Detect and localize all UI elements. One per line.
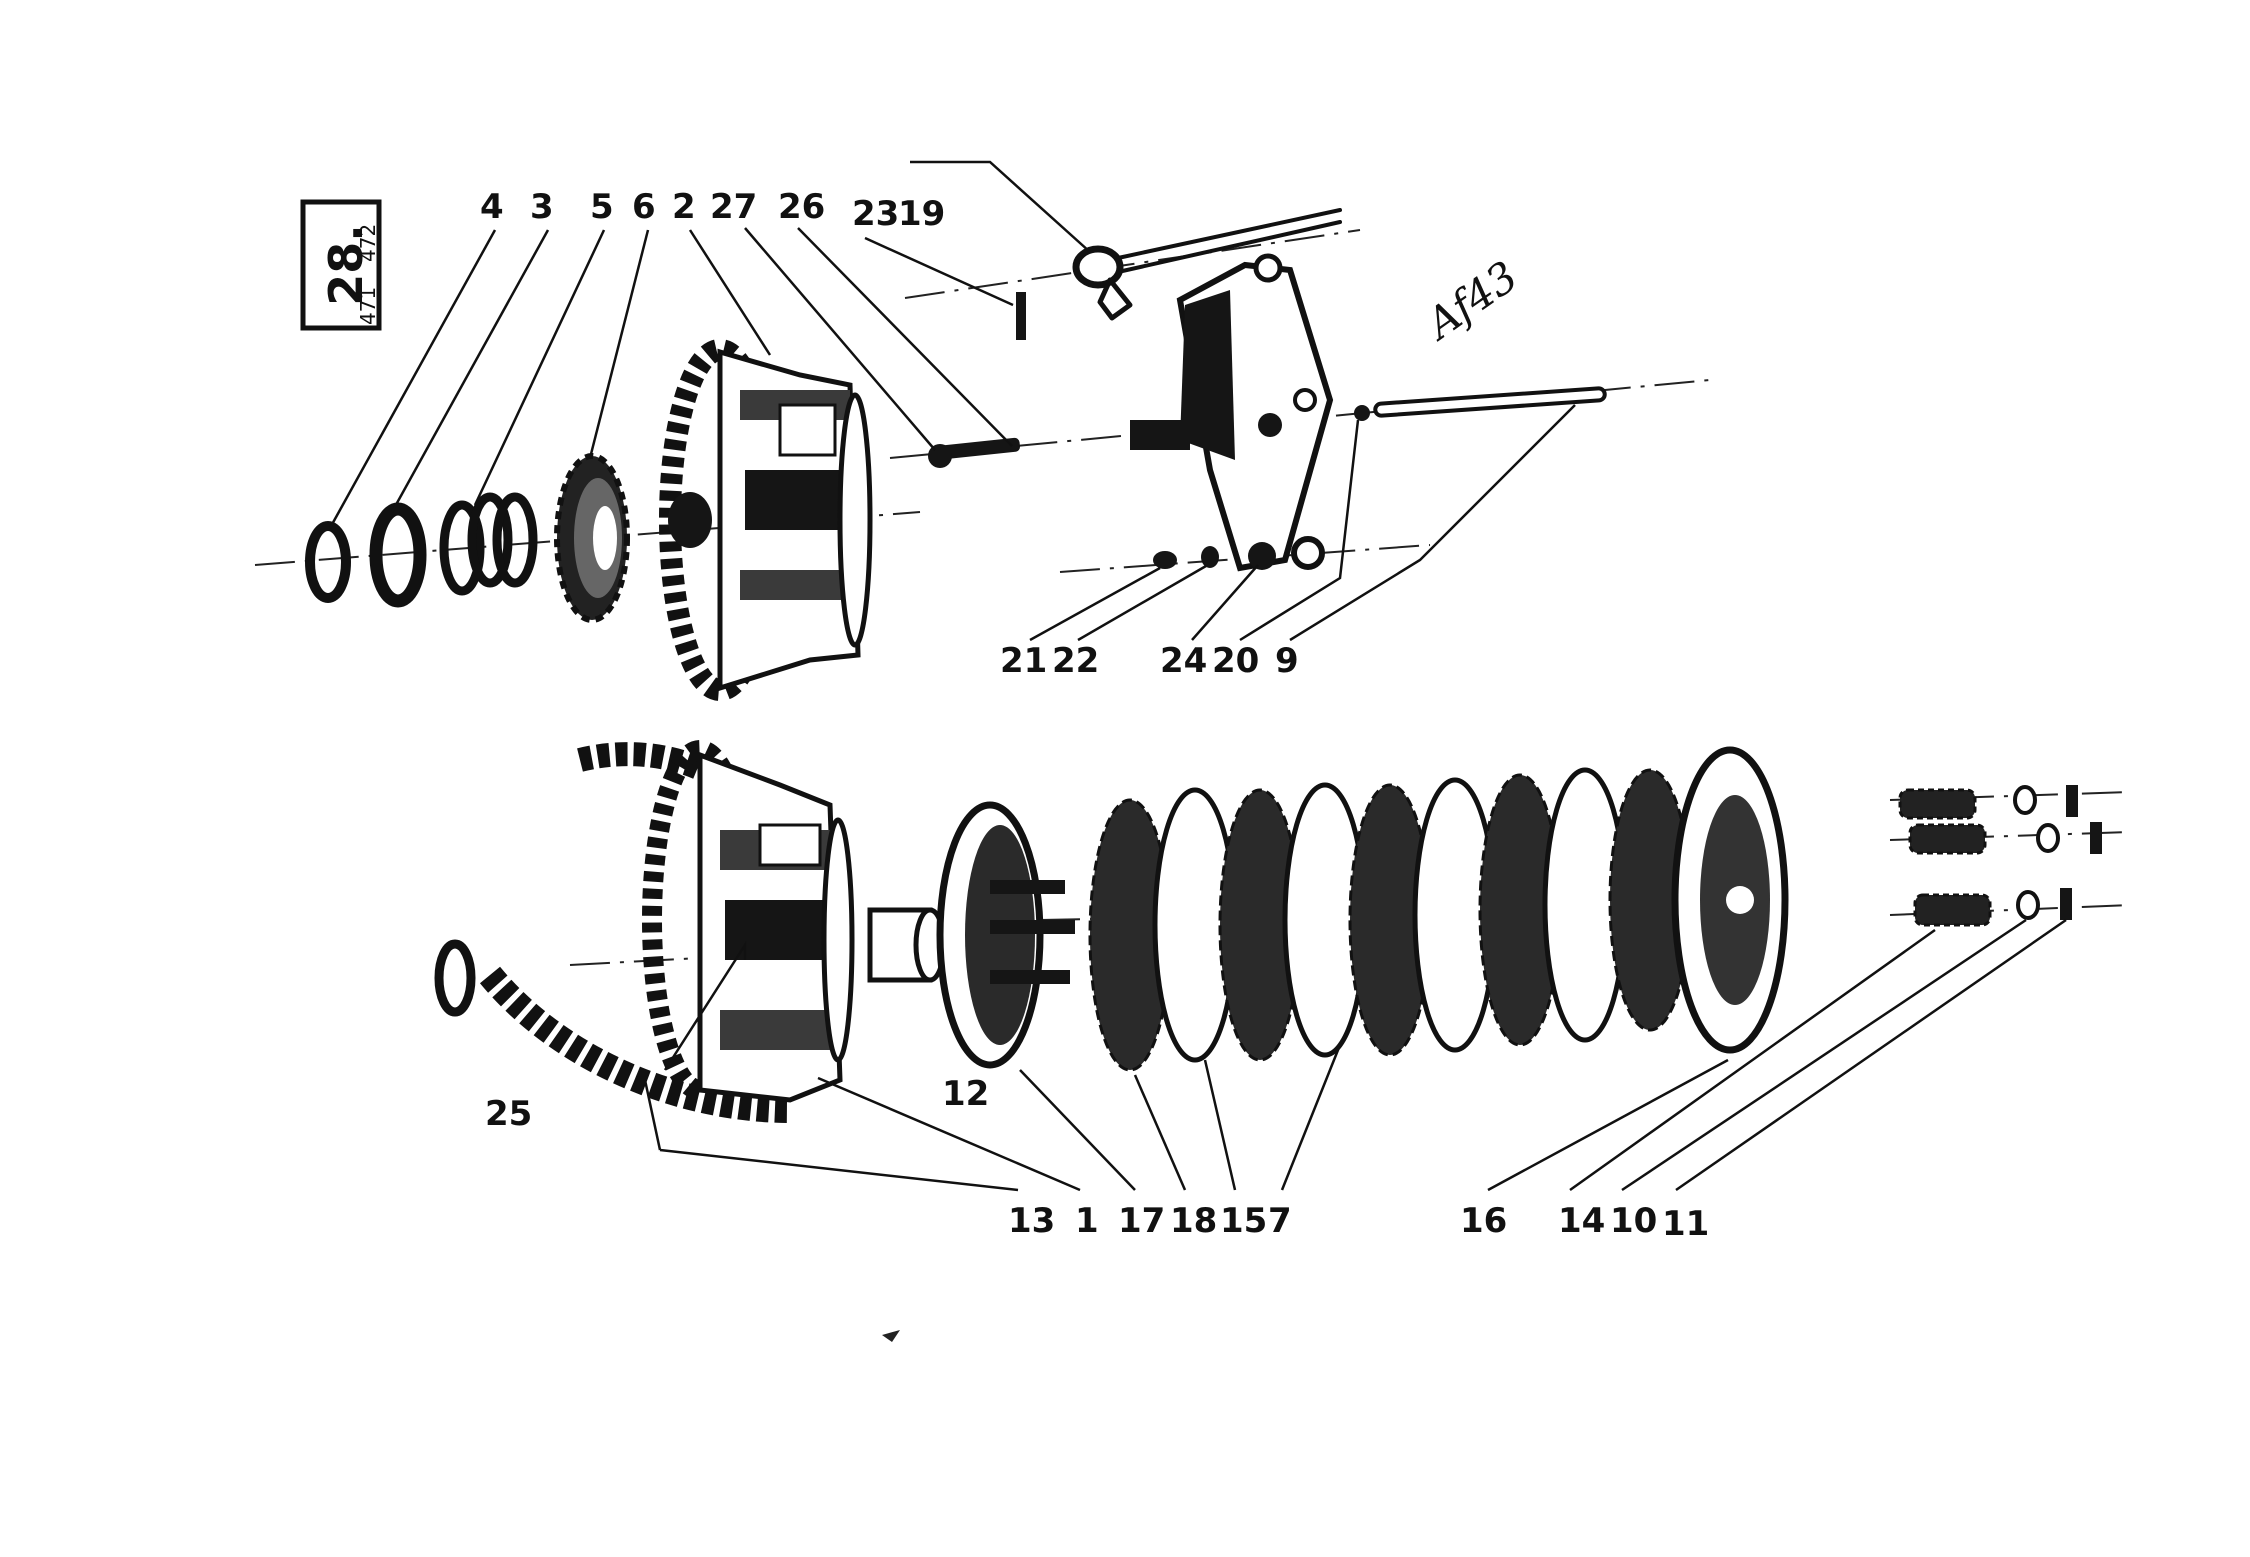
label-part-24: 24 [1160,641,1207,681]
part-14-spring-1 [1898,788,1977,820]
label-part-20: 20 [1212,641,1259,681]
label-part-4: 4 [480,187,504,227]
part-5-spring [439,492,538,596]
part-17-pressure-plate [936,801,1075,1069]
label-part-5: 5 [590,187,614,227]
label-part-17: 17 [1118,1201,1165,1241]
label-part-3: 3 [530,187,554,227]
plate-subnumbers: 471 472 [356,224,380,325]
label-part-2: 2 [672,187,696,227]
part-10-washer-3 [2016,890,2040,920]
upper-labels: 4 3 5 6 2 27 26 23 19 21 22 24 20 9 [480,187,1299,681]
part-11-screw-2 [2090,822,2102,854]
plate-subnumber-1: 471 [356,287,380,325]
stray-mark [882,1330,900,1342]
upper-leader-lines [328,160,1576,642]
part-19-23-lever [1016,208,1342,340]
label-part-12: 12 [942,1074,989,1114]
label-part-15: 15 [1220,1201,1267,1241]
part-4-ring [305,521,351,603]
upper-assembly: 4 3 5 6 2 27 26 23 19 21 22 24 20 9 [254,160,1711,701]
label-part-22: 22 [1052,641,1099,681]
part-20-nut [1291,536,1325,570]
release-cover [1130,253,1334,572]
part-10-washer-1 [2013,785,2037,815]
part-14-spring-2 [1908,823,1987,855]
part-11-screw-1 [2066,785,2078,817]
plate-number: 28. [319,224,373,306]
signature-mark: Af43 [1414,252,1526,351]
label-part-18: 18 [1170,1201,1217,1241]
part-24-nut [1248,542,1276,570]
label-part-7: 7 [1268,1201,1292,1241]
label-part-6: 6 [632,187,656,227]
clutch-plate-stack [1088,767,1692,1072]
plate-number-box: 28. [300,199,382,331]
label-part-25: 25 [485,1094,532,1134]
part-11-screw-3 [2060,888,2072,920]
part-21-screw [1153,551,1177,569]
label-part-11: 11 [1662,1204,1709,1244]
part-14-spring-3 [1913,893,1992,927]
plate-subnumber-2: 472 [356,224,380,262]
lower-assembly: 25 12 13 1 17 18 15 7 16 14 10 11 [434,740,2131,1244]
label-part-26: 26 [778,187,825,227]
part-1-clutch-drum [642,740,855,1103]
part-2-clutch-drum [659,339,873,701]
spring-set [1898,785,2102,927]
label-part-13: 13 [1008,1201,1055,1241]
part-16-end-plate [1671,746,1789,1054]
label-part-21: 21 [1000,641,1047,681]
part-9-pushrod [1373,386,1607,418]
part-25-washer [434,939,476,1017]
label-part-14: 14 [1558,1201,1605,1241]
label-part-23: 23 [852,194,899,234]
label-part-27: 27 [710,187,757,227]
part-6-sprocket [554,453,630,623]
lower-leader-lines [643,918,2067,1192]
label-part-19: 19 [898,194,945,234]
part-12-hub [867,907,947,983]
label-part-10: 10 [1610,1201,1657,1241]
label-part-9: 9 [1275,641,1299,681]
label-part-1: 1 [1075,1201,1099,1241]
part-10-washer-2 [2036,823,2060,853]
part-20-ball [1354,405,1370,421]
label-part-16: 16 [1460,1201,1507,1241]
part-3-ring [369,502,427,608]
part-22-washer [1201,546,1219,568]
lower-labels: 25 12 13 1 17 18 15 7 16 14 10 11 [485,1074,1709,1244]
